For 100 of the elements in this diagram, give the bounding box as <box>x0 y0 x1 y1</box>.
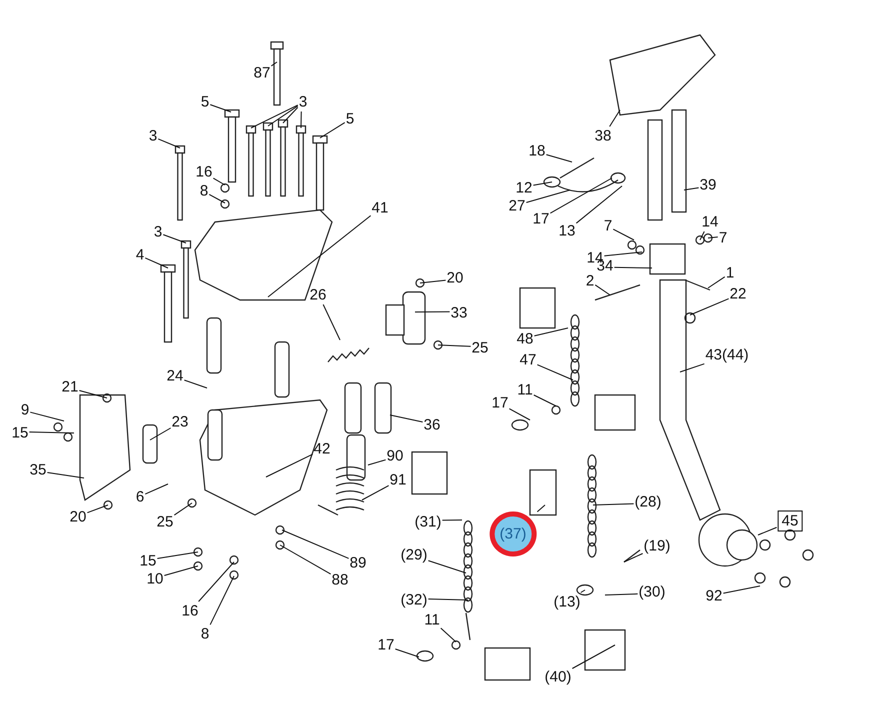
leader-line <box>268 215 372 298</box>
callout-number: 20 <box>70 508 86 526</box>
callout-number: 17 <box>492 394 508 412</box>
callout-number: 8 <box>200 182 208 200</box>
callout-number: (32) <box>400 592 428 608</box>
callout-number: 22 <box>730 286 746 302</box>
callout-number: 87 <box>254 64 270 82</box>
leader-line <box>46 472 84 478</box>
leader-line <box>368 459 386 466</box>
callout-number: 16 <box>196 164 212 180</box>
leader-line <box>280 544 332 575</box>
leader-line <box>680 363 705 372</box>
callout-number: 33 <box>450 304 468 322</box>
leader-line <box>604 252 642 256</box>
callout-number: 12 <box>516 180 532 196</box>
callout-number: 7 <box>604 218 612 234</box>
callout-number: 8 <box>200 626 210 642</box>
leader-line <box>282 530 350 559</box>
leader-line <box>722 586 760 594</box>
callout-number: (19) <box>644 538 670 554</box>
callout-number: 2 <box>586 272 594 290</box>
callout-number: 21 <box>62 378 78 396</box>
callout-number: 25 <box>156 514 174 530</box>
leader-line <box>362 485 390 500</box>
callout-number: 47 <box>520 352 536 368</box>
leader-line <box>250 104 298 128</box>
callout-number: 15 <box>12 424 28 442</box>
callout-number: 17 <box>532 210 550 228</box>
callout-number: 42 <box>314 440 330 458</box>
leader-line <box>300 111 302 128</box>
callout-number: 90 <box>386 448 404 464</box>
leader-line <box>700 231 705 240</box>
leader-line <box>30 412 64 422</box>
leader-line <box>604 593 638 596</box>
callout-number: (31) <box>414 514 442 530</box>
callout-number: 89 <box>350 554 366 572</box>
leader-line <box>440 628 456 642</box>
callout-number: (13) <box>554 594 580 610</box>
leader-line <box>210 576 234 626</box>
callout-number: 14 <box>702 214 718 230</box>
callout-number: 10 <box>146 570 164 588</box>
leader-line <box>546 154 572 162</box>
leader-line <box>184 380 208 388</box>
callout-number: 38 <box>594 128 612 144</box>
callout-number: 24 <box>166 368 184 384</box>
leader-line <box>156 552 198 559</box>
callout-number: 3 <box>298 94 308 110</box>
callout-number: 20 <box>446 270 464 286</box>
leader-line <box>690 298 730 316</box>
callout-number: 23 <box>172 414 188 430</box>
callout-number: 16 <box>182 602 198 620</box>
leader-line <box>174 502 192 516</box>
leader-line <box>708 276 726 288</box>
leader-line <box>28 432 74 434</box>
callout-number: 11 <box>424 612 440 628</box>
leader-line <box>320 122 346 138</box>
leader-line <box>414 311 450 312</box>
leader-line <box>78 390 108 398</box>
leader-line <box>624 553 644 562</box>
callout-number: (40) <box>544 668 572 686</box>
highlighted-callout-number: (37) <box>490 512 536 556</box>
callout-number: 13 <box>558 222 576 240</box>
leader-line <box>210 104 232 112</box>
leader-line <box>609 110 620 127</box>
leader-line <box>536 364 574 380</box>
callout-number: 45 <box>778 510 802 532</box>
callout-number: 5 <box>346 110 354 128</box>
leader-line <box>212 178 226 186</box>
leader-line <box>533 394 556 406</box>
leader-line <box>420 280 446 284</box>
leader-line <box>592 503 634 506</box>
callout-number: 9 <box>20 402 30 418</box>
callout-number: 4 <box>136 246 144 264</box>
leader-line <box>526 190 570 203</box>
callout-number: 5 <box>200 94 210 110</box>
leader-line <box>708 236 718 238</box>
callout-number: 3 <box>154 224 162 240</box>
callout-number: 26 <box>310 286 326 304</box>
leader-line <box>208 194 226 204</box>
leader-line <box>158 138 180 148</box>
callout-number: 18 <box>528 142 546 160</box>
callout-number: 25 <box>472 340 488 356</box>
callout-number: 1 <box>726 264 734 282</box>
leader-line <box>550 178 612 214</box>
callout-number: 39 <box>700 176 716 194</box>
callout-number: 48 <box>516 330 534 348</box>
leader-line <box>164 566 198 576</box>
callout-number: 7 <box>718 230 728 246</box>
callout-number: 91 <box>390 472 406 488</box>
leader-line <box>580 590 586 593</box>
leader-line <box>198 562 234 602</box>
callout-number: 11 <box>517 382 533 398</box>
leader-line <box>322 304 340 340</box>
callout-number: (28) <box>634 494 662 510</box>
leader-line <box>684 187 700 190</box>
callout-number: 27 <box>508 198 526 214</box>
leader-line <box>438 344 472 347</box>
callout-number: 88 <box>332 572 348 588</box>
leader-line <box>268 105 298 126</box>
leader-line <box>144 257 168 268</box>
